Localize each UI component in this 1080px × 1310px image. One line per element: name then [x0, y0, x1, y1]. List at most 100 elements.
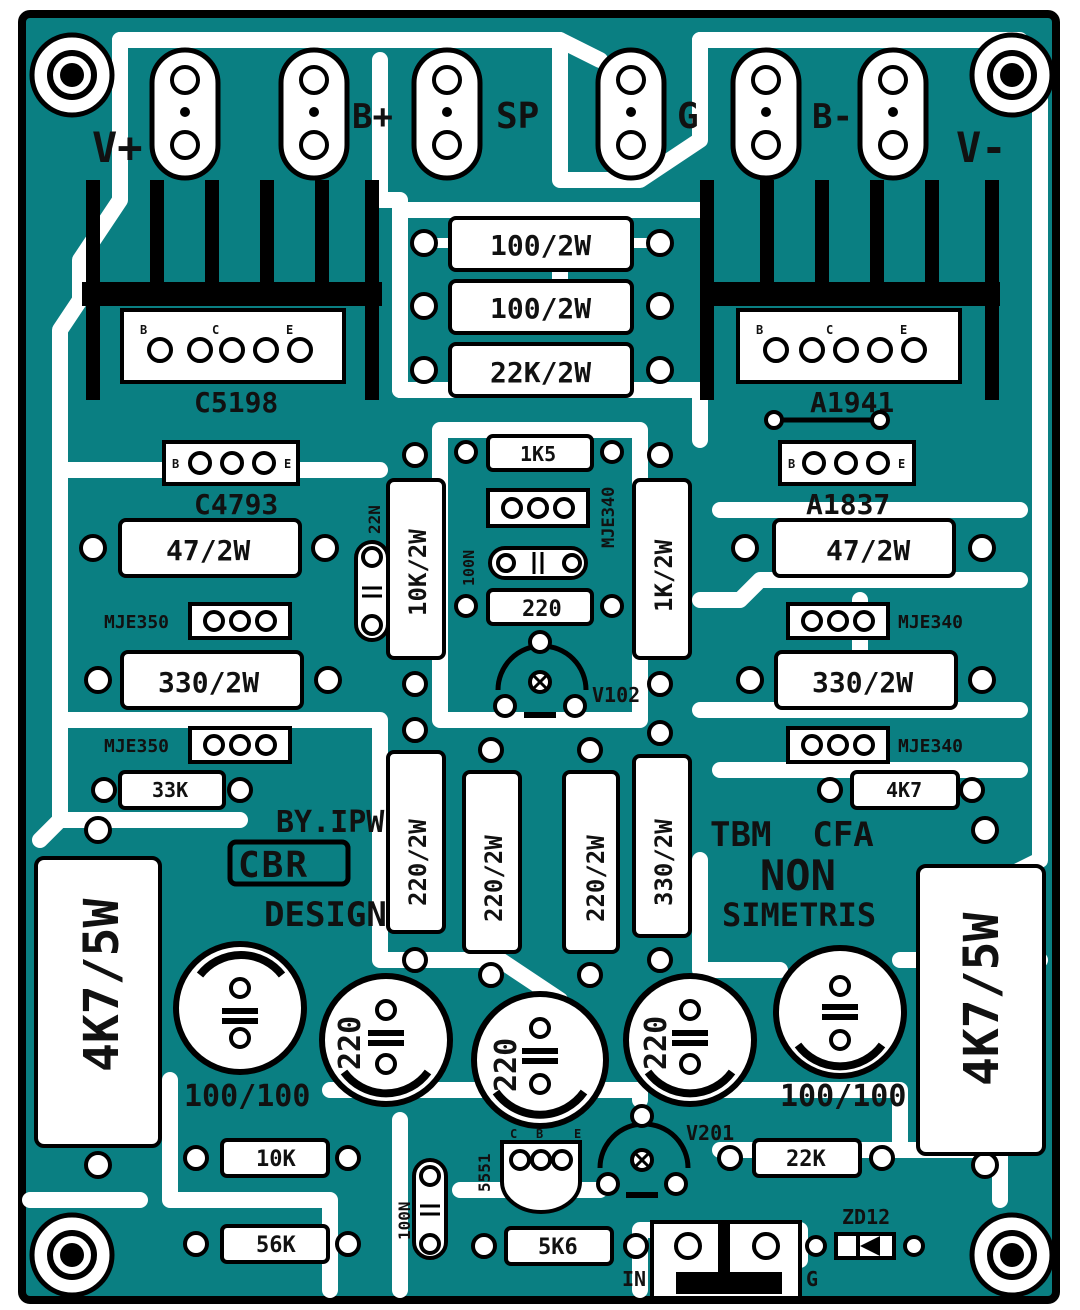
- label-220-2w-c: 220/2W: [582, 835, 610, 922]
- resistor-22k-2w: 22K/2W: [410, 342, 674, 398]
- label-sp: SP: [496, 96, 539, 137]
- label-4k7-5w-left: 4K7/5W: [74, 899, 130, 1072]
- label-330-2w-vertical: 330/2W: [650, 819, 678, 906]
- connector-bminus: [730, 47, 802, 181]
- transistor-mje340-a: MJE340: [786, 602, 963, 640]
- transistor-mje340-b: MJE340: [786, 726, 963, 764]
- label-56k: 56K: [256, 1233, 296, 1258]
- label-100n-bottom: 100N: [395, 1201, 414, 1240]
- pin-e-c4793: E: [284, 457, 291, 471]
- label-5551: 5551: [475, 1153, 494, 1192]
- connector-sp: [411, 47, 483, 181]
- resistor-4k7-5w-left: 4K7/5W: [34, 816, 162, 1179]
- resistor-56k: 56K: [183, 1224, 361, 1264]
- label-mje340-a: MJE340: [898, 612, 963, 633]
- pin-e-c5198: E: [286, 323, 293, 337]
- label-elco-left: 100/100: [184, 1079, 310, 1114]
- label-1k-2w: 1K/2W: [650, 539, 678, 612]
- heatsink-left: [82, 180, 382, 400]
- label-4k7-5w-right: 4K7/5W: [954, 913, 1010, 1086]
- label-v201: V201: [686, 1121, 734, 1145]
- transistor-mje340-center: MJE340: [486, 487, 619, 548]
- elco-220-a: 220: [319, 973, 453, 1107]
- resistor-100-2w-b: 100/2W: [410, 279, 674, 335]
- mount-hole-top-left: [29, 32, 115, 118]
- pin-e-a1941: E: [900, 323, 907, 337]
- heatsink-right: [700, 180, 1000, 400]
- transistor-c5198: B C E C5198: [120, 308, 346, 419]
- pin-b-c5198: B: [140, 323, 147, 337]
- resistor-33k: 33K: [91, 770, 253, 810]
- resistor-100-2w-a: 100/2W: [410, 216, 674, 272]
- transistor-mje350-b: MJE350: [104, 726, 292, 764]
- label-a1837: A1837: [806, 488, 890, 521]
- resistor-4k7-5w-right: 4K7/5W: [916, 816, 1046, 1179]
- title-line1: TBM CFA: [710, 815, 874, 855]
- label-mje340-center: MJE340: [599, 487, 619, 548]
- transistor-a1837: B E A1837: [764, 410, 916, 521]
- pin-b-a1837: B: [788, 457, 795, 471]
- label-220-2w-b: 220/2W: [480, 835, 508, 922]
- capacitor-100n-top: 100N: [460, 546, 588, 586]
- mount-hole-bottom-right: [969, 1212, 1055, 1298]
- pin-b-a1941: B: [756, 323, 763, 337]
- label-22n: 22N: [365, 505, 384, 534]
- label-47-right: 47/2W: [826, 534, 910, 567]
- pin-e-a1837: E: [898, 457, 905, 471]
- label-elco-220-a: 220: [333, 1016, 368, 1070]
- resistor-47-2w-right: 47/2W: [731, 518, 996, 578]
- label-vplus: V+: [92, 123, 143, 172]
- trimmer-v102: V102: [493, 630, 640, 718]
- credit-by: BY.IPW: [276, 805, 385, 840]
- credit-design: DESIGN: [264, 895, 387, 935]
- credits-block: BY.IPW CBR DESIGN: [227, 805, 387, 935]
- label-4k7: 4K7: [886, 778, 922, 802]
- label-100n-top: 100N: [460, 550, 478, 586]
- resistor-4k7: 4K7: [817, 770, 985, 810]
- resistor-47-2w-left: 47/2W: [79, 518, 339, 578]
- mount-hole-bottom-left: [29, 1212, 115, 1298]
- title-line3: SIMETRIS: [722, 896, 876, 934]
- label-bminus: B-: [812, 97, 853, 137]
- elco-220-b: 220: [471, 991, 609, 1129]
- label-1k5: 1K5: [520, 442, 556, 466]
- resistor-10k-2w: 10K/2W: [386, 442, 446, 697]
- label-elco-220-c: 220: [639, 1016, 674, 1070]
- resistor-330-2w-left: 330/2W: [84, 650, 342, 710]
- label-330-left: 330/2W: [158, 666, 259, 699]
- label-r100-a: 100/2W: [490, 229, 591, 262]
- label-g: G: [677, 96, 699, 137]
- cbr-logo-frame: [227, 839, 351, 887]
- label-10k: 10K: [256, 1147, 296, 1172]
- label-220-2w-a: 220/2W: [404, 819, 432, 906]
- label-v102: V102: [592, 683, 640, 707]
- label-bplus: B+: [352, 97, 393, 137]
- label-r22k: 22K/2W: [490, 356, 591, 389]
- pin-e-5551: E: [574, 1127, 581, 1141]
- pin-c-c5198: C: [212, 323, 219, 337]
- elco-220-c: 220: [623, 973, 757, 1107]
- input-connector: IN G: [622, 1220, 818, 1300]
- label-22k: 22K: [786, 1147, 826, 1172]
- resistor-1k5: 1K5: [454, 434, 624, 472]
- credit-logo: CBR: [238, 845, 309, 886]
- transistor-mje350-a: MJE350: [104, 602, 292, 640]
- label-elco-right: 100/100: [780, 1079, 906, 1114]
- resistor-220-2w-a: 220/2W: [386, 717, 446, 973]
- pin-c-5551: C: [510, 1127, 517, 1141]
- title-block: TBM CFA NON SIMETRIS: [710, 815, 876, 934]
- label-330-right: 330/2W: [812, 666, 913, 699]
- trimmer-v201: V201: [596, 1104, 734, 1198]
- label-vminus: V-: [956, 123, 1007, 172]
- capacitor-100n-bottom: 100N: [395, 1158, 448, 1260]
- label-in-g: G: [806, 1267, 818, 1291]
- transistor-c4793: B E C4793: [162, 440, 300, 521]
- transistor-a1941: B C E A1941: [736, 308, 962, 419]
- resistor-330-2w-right: 330/2W: [736, 650, 996, 710]
- resistor-330-2w-vertical: 330/2W: [632, 720, 692, 973]
- label-in: IN: [622, 1267, 646, 1291]
- label-10k-2w: 10K/2W: [404, 529, 432, 616]
- label-mje350-a: MJE350: [104, 612, 169, 633]
- resistor-220-2w-b: 220/2W: [462, 737, 522, 988]
